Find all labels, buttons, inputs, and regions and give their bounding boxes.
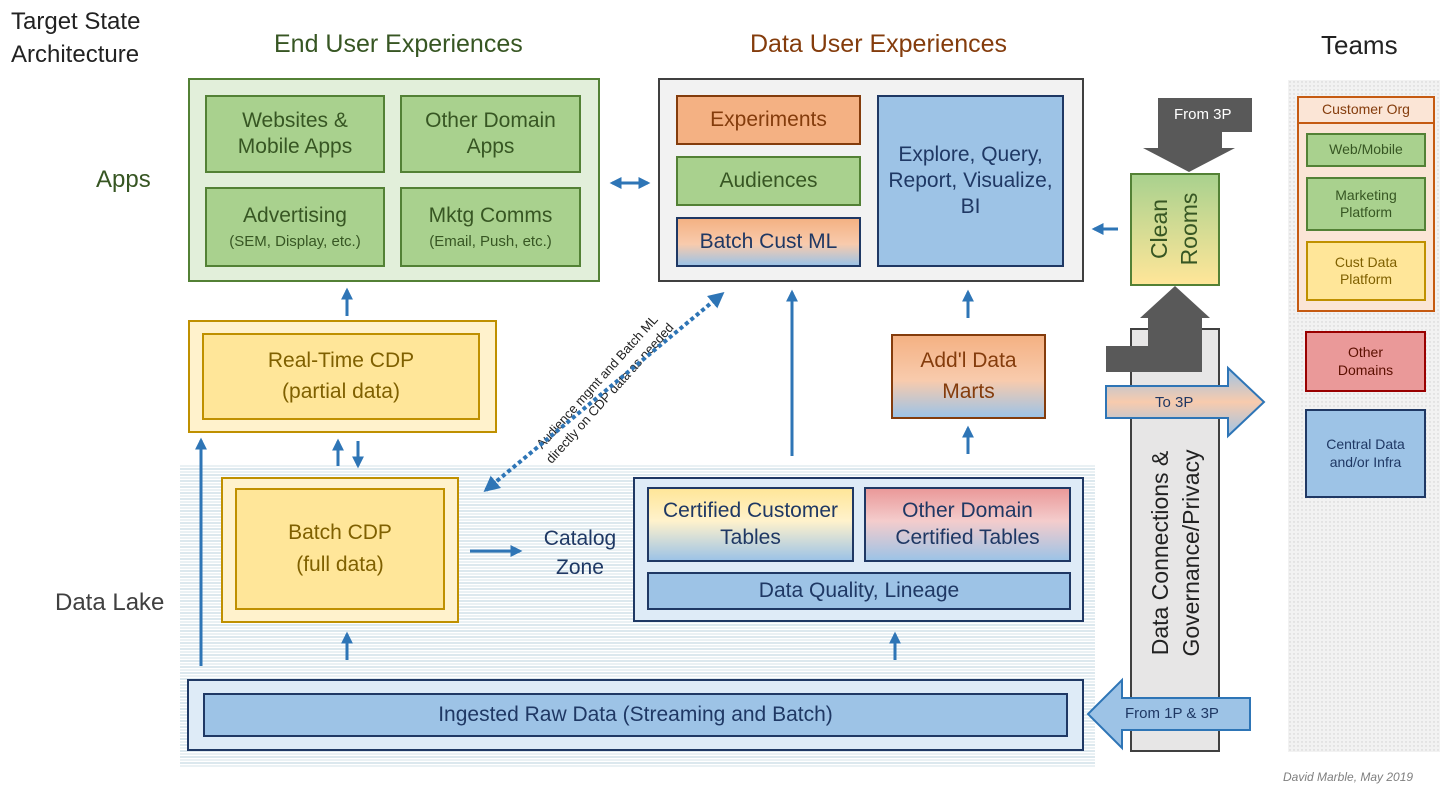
certified-customer-tables-label: Certified Customer Tables <box>662 499 839 549</box>
ingested-raw-data-label: Ingested Raw Data (Streaming and Batch) <box>438 702 833 726</box>
from-3p-arrow <box>1143 98 1252 172</box>
other-domain-certified-box: Other Domain Certified Tables <box>864 487 1071 562</box>
websites-label: Websites & Mobile Apps <box>237 108 353 158</box>
end-user-heading: End User Experiences <box>274 30 523 58</box>
data-user-heading: Data User Experiences <box>750 30 1008 58</box>
explore-query-label: Explore, Query, Report, Visualize, BI <box>888 142 1053 219</box>
team-marketing-label: Marketing Platform <box>1335 186 1397 221</box>
rt-cdp-box: Real-Time CDP (partial data) <box>202 333 480 420</box>
arrow-dotted <box>483 291 725 493</box>
ingested-raw-data-box: Ingested Raw Data (Streaming and Batch) <box>203 693 1068 737</box>
certified-customer-tables-box: Certified Customer Tables <box>647 487 854 562</box>
other-domain-apps-box: Other Domain Apps <box>400 95 581 173</box>
data-quality-box: Data Quality, Lineage <box>647 572 1071 610</box>
team-cust-data-label: Cust Data Platform <box>1334 253 1398 288</box>
data-quality-label: Data Quality, Lineage <box>758 578 960 602</box>
advertising-label: Advertising <box>243 203 347 227</box>
credit-text: David Marble, May 2019 <box>1283 770 1414 784</box>
addl-data-marts-line2: Marts <box>942 379 995 403</box>
team-other-domains-box: Other Domains <box>1305 331 1426 392</box>
team-other-domains-label: Other Domains <box>1337 344 1394 378</box>
page-title-line2: Architecture <box>11 41 140 68</box>
apps-row-label: Apps <box>96 166 151 193</box>
to-3p-label: To 3P <box>1155 394 1194 411</box>
team-central-data-label: Central Data and/or Infra <box>1326 436 1405 470</box>
audiences-box: Audiences <box>676 156 861 206</box>
batch-cdp-line2: (full data) <box>296 553 384 576</box>
page-title-line1: Target State <box>11 8 141 35</box>
batch-cdp-line1: Batch CDP <box>288 520 392 544</box>
rt-cdp-line1: Real-Time CDP <box>267 349 415 373</box>
customer-org-header: Customer Org <box>1299 98 1433 124</box>
websites-mobile-apps-box: Websites & Mobile Apps <box>205 95 385 173</box>
customer-org-label: Customer Org <box>1322 101 1410 118</box>
team-marketing-box: Marketing Platform <box>1306 177 1426 231</box>
rt-cdp-line2: (partial data) <box>282 379 400 403</box>
experiments-box: Experiments <box>676 95 861 145</box>
mktg-comms-label: Mktg Comms <box>428 203 553 227</box>
batch-cust-ml-box: Batch Cust ML <box>676 217 861 267</box>
addl-data-marts-line1: Add'l Data <box>920 349 1017 373</box>
clean-rooms-box <box>1130 173 1220 286</box>
audiences-label: Audiences <box>719 168 818 192</box>
from-1p3p-label: From 1P & 3P <box>1125 705 1219 722</box>
catalog-zone-label: Catalog Zone <box>544 524 616 583</box>
team-web-mobile-box: Web/Mobile <box>1306 133 1426 167</box>
addl-data-marts-box: Add'l Data Marts <box>891 334 1046 419</box>
teams-heading: Teams <box>1321 30 1398 60</box>
other-domain-certified-label: Other Domain Certified Tables <box>895 499 1040 549</box>
other-domain-apps-label: Other Domain Apps <box>425 108 556 158</box>
team-central-data-box: Central Data and/or Infra <box>1305 409 1426 498</box>
catalog-line2: Zone <box>556 556 604 580</box>
from-3p-label: From 3P <box>1174 106 1232 123</box>
mktg-comms-box: Mktg Comms (Email, Push, etc.) <box>400 187 581 267</box>
catalog-line1: Catalog <box>543 527 617 550</box>
advertising-sub-label: (SEM, Display, etc.) <box>229 232 361 250</box>
experiments-label: Experiments <box>710 107 827 131</box>
explore-query-box: Explore, Query, Report, Visualize, BI <box>877 95 1064 267</box>
data-lake-row-label: Data Lake <box>55 589 165 616</box>
team-web-mobile-label: Web/Mobile <box>1329 141 1403 158</box>
from-1p3p-arrow <box>1086 677 1251 751</box>
gov-to-cleanrooms-arrow <box>1106 286 1210 372</box>
batch-cdp-box: Batch CDP (full data) <box>235 488 445 610</box>
team-cust-data-box: Cust Data Platform <box>1306 241 1426 301</box>
batch-cust-ml-label: Batch Cust ML <box>699 229 838 253</box>
mktg-comms-sub-label: (Email, Push, etc.) <box>429 232 552 250</box>
advertising-box: Advertising (SEM, Display, etc.) <box>205 187 385 267</box>
to-3p-arrow <box>1105 365 1266 439</box>
